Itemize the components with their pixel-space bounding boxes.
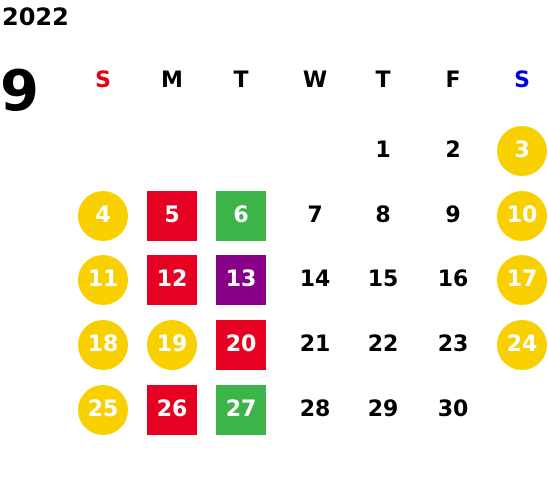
calendar-day-14[interactable]: 14 <box>299 267 331 292</box>
calendar-day-10[interactable]: 10 <box>497 191 547 241</box>
calendar-day-17[interactable]: 17 <box>497 255 547 305</box>
calendar-day-15[interactable]: 15 <box>367 267 399 292</box>
calendar-day-22[interactable]: 22 <box>367 332 399 357</box>
calendar-day-27[interactable]: 27 <box>216 385 266 435</box>
calendar-day-2[interactable]: 2 <box>445 138 461 163</box>
calendar-day-19[interactable]: 19 <box>147 320 197 370</box>
calendar-day-3[interactable]: 3 <box>497 126 547 176</box>
calendar-day-30[interactable]: 30 <box>437 397 469 422</box>
calendar-day-4[interactable]: 4 <box>78 191 128 241</box>
calendar-day-26[interactable]: 26 <box>147 385 197 435</box>
weekday-header-5: F <box>445 68 461 93</box>
calendar-day-12[interactable]: 12 <box>147 255 197 305</box>
weekday-header-0: S <box>95 68 111 93</box>
weekday-header-4: T <box>375 68 391 93</box>
calendar-day-13[interactable]: 13 <box>216 255 266 305</box>
calendar-day-11[interactable]: 11 <box>78 255 128 305</box>
calendar-day-24[interactable]: 24 <box>497 320 547 370</box>
calendar-day-7[interactable]: 7 <box>307 203 323 228</box>
calendar-day-9[interactable]: 9 <box>445 203 461 228</box>
weekday-header-3: W <box>302 68 328 93</box>
calendar-day-5[interactable]: 5 <box>147 191 197 241</box>
calendar-month: 9 <box>0 59 39 124</box>
calendar-day-28[interactable]: 28 <box>299 397 331 422</box>
calendar-day-21[interactable]: 21 <box>299 332 331 357</box>
calendar-day-23[interactable]: 23 <box>437 332 469 357</box>
calendar-day-25[interactable]: 25 <box>78 385 128 435</box>
calendar-day-6[interactable]: 6 <box>216 191 266 241</box>
weekday-header-1: M <box>161 68 183 93</box>
weekday-header-2: T <box>233 68 249 93</box>
calendar-day-16[interactable]: 16 <box>437 267 469 292</box>
calendar-year: 2022 <box>2 3 69 31</box>
calendar-day-29[interactable]: 29 <box>367 397 399 422</box>
calendar-day-18[interactable]: 18 <box>78 320 128 370</box>
calendar-day-8[interactable]: 8 <box>375 203 391 228</box>
calendar-day-1[interactable]: 1 <box>375 138 391 163</box>
weekday-header-6: S <box>514 68 530 93</box>
calendar-day-20[interactable]: 20 <box>216 320 266 370</box>
